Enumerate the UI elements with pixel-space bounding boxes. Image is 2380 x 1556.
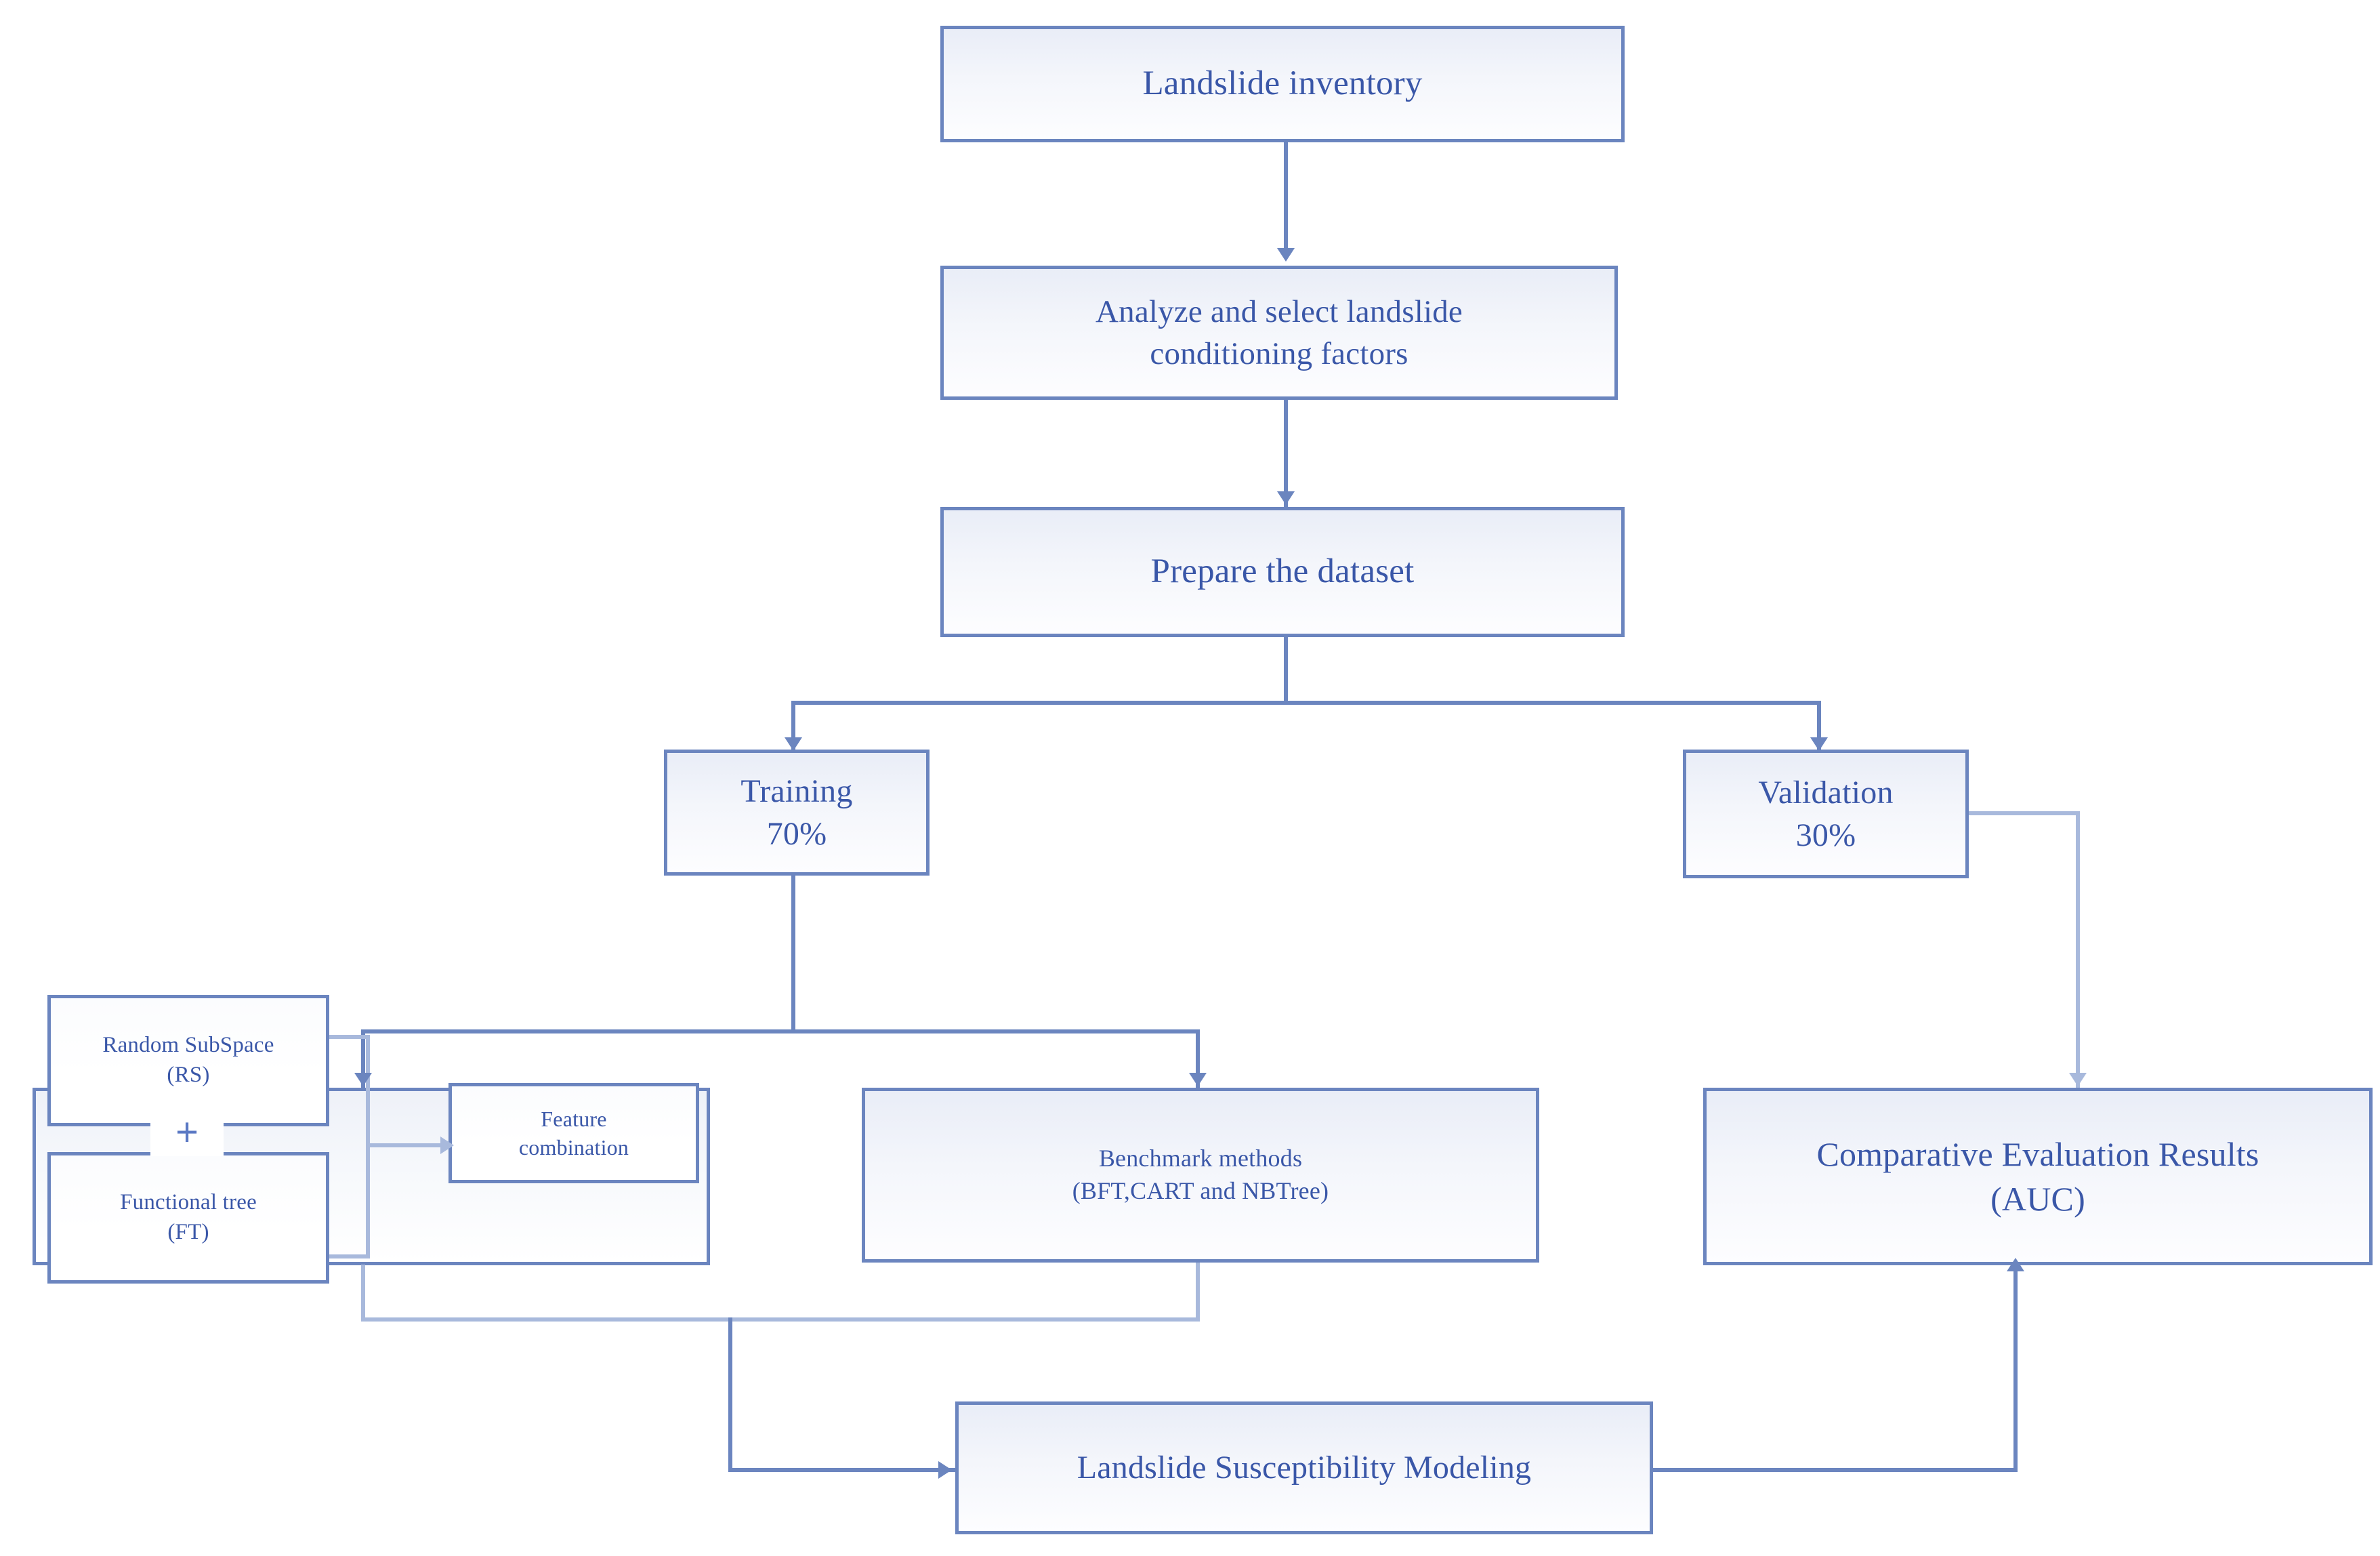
node-random-subspace-line1: Random SubSpace <box>102 1033 274 1058</box>
node-landslide-inventory[interactable]: Landslide inventory <box>940 26 1625 142</box>
node-feature-combination-line1: Feature <box>541 1106 607 1131</box>
node-validation[interactable]: Validation 30% <box>1683 750 1969 878</box>
node-validation-line1: Validation <box>1758 774 1894 811</box>
arrowhead-benchmark-in <box>1189 1073 1207 1086</box>
connector-modeling-up-to-comparative <box>2013 1269 2018 1472</box>
node-training-line2: 70% <box>766 816 827 852</box>
arrowhead-rsft-in <box>354 1073 372 1086</box>
node-comparative-evaluation-results[interactable]: Comparative Evaluation Results (AUC) <box>1703 1088 2373 1265</box>
node-comparative-evaluation-line1: Comparative Evaluation Results <box>1816 1135 2259 1173</box>
connector-merge-to-feature <box>366 1143 449 1147</box>
node-landslide-susceptibility-modeling-label: Landslide Susceptibility Modeling <box>1077 1450 1532 1486</box>
node-conditioning-factors-line1: Analyze and select landslide <box>1095 293 1463 329</box>
connector-rs-out <box>328 1035 370 1039</box>
connector-validation-down <box>2076 811 2080 1090</box>
arrowhead-validation-in <box>1810 737 1828 751</box>
node-landslide-inventory-label: Landslide inventory <box>1142 64 1423 103</box>
node-training[interactable]: Training 70% <box>664 750 930 876</box>
connector-benchmark-down <box>1196 1262 1200 1322</box>
node-conditioning-factors[interactable]: Analyze and select landslide conditionin… <box>940 266 1618 400</box>
node-benchmark-methods-line2: (BFT,CART and NBTree) <box>1072 1177 1329 1204</box>
connector-training-stem <box>791 874 795 1033</box>
connector-factors-to-dataset <box>1284 400 1288 507</box>
node-random-subspace[interactable]: Random SubSpace (RS) <box>47 995 329 1126</box>
connector-bus-to-validation <box>1817 701 1821 754</box>
node-functional-tree[interactable]: Functional tree (FT) <box>47 1152 329 1284</box>
node-conditioning-factors-line2: conditioning factors <box>1150 336 1408 371</box>
node-prepare-dataset[interactable]: Prepare the dataset <box>940 507 1625 637</box>
node-benchmark-methods-line1: Benchmark methods <box>1098 1145 1303 1172</box>
connector-bus-to-benchmark <box>1196 1029 1200 1090</box>
arrowhead-comparative-in-bottom <box>2007 1258 2024 1271</box>
connector-training-split-bus <box>361 1029 1200 1033</box>
connector-validation-out <box>1968 811 2080 815</box>
plus-operator: + <box>150 1107 224 1156</box>
plus-operator-symbol: + <box>175 1109 199 1154</box>
arrowhead-training-in <box>785 737 802 751</box>
connector-lower-bus <box>361 1317 1200 1322</box>
node-comparative-evaluation-line2: (AUC) <box>1990 1180 2085 1218</box>
connector-ft-out <box>328 1254 370 1258</box>
node-training-line1: Training <box>740 773 853 809</box>
connector-bus-to-training <box>791 701 795 754</box>
connector-inventory-to-factors <box>1284 76 1288 258</box>
connector-dataset-stem <box>1284 637 1288 705</box>
node-validation-line2: 30% <box>1795 817 1856 853</box>
arrowhead-comparative-in-top <box>2069 1073 2087 1086</box>
node-landslide-susceptibility-modeling[interactable]: Landslide Susceptibility Modeling <box>955 1401 1653 1534</box>
node-functional-tree-line2: (FT) <box>167 1220 209 1244</box>
connector-dataset-split-bus <box>791 701 1821 705</box>
connector-into-modeling <box>728 1468 955 1472</box>
node-functional-tree-line1: Functional tree <box>120 1190 257 1215</box>
node-feature-combination[interactable]: Feature combination <box>448 1083 699 1183</box>
node-prepare-dataset-label: Prepare the dataset <box>1150 552 1415 591</box>
node-feature-combination-line2: combination <box>518 1135 629 1160</box>
arrowhead-modeling-in <box>938 1461 952 1479</box>
arrowhead-dataset-in <box>1277 491 1295 505</box>
connector-rsft-container-down <box>361 1265 365 1322</box>
arrowhead-feature-combination-in <box>440 1137 454 1154</box>
arrowhead-factors-in <box>1277 248 1295 262</box>
connector-bus-to-rsft <box>361 1029 365 1090</box>
connector-bus-down-to-modeling <box>728 1317 732 1472</box>
node-random-subspace-line2: (RS) <box>167 1063 210 1087</box>
connector-modeling-out-right <box>1653 1468 2018 1472</box>
node-benchmark-methods[interactable]: Benchmark methods (BFT,CART and NBTree) <box>862 1088 1539 1263</box>
